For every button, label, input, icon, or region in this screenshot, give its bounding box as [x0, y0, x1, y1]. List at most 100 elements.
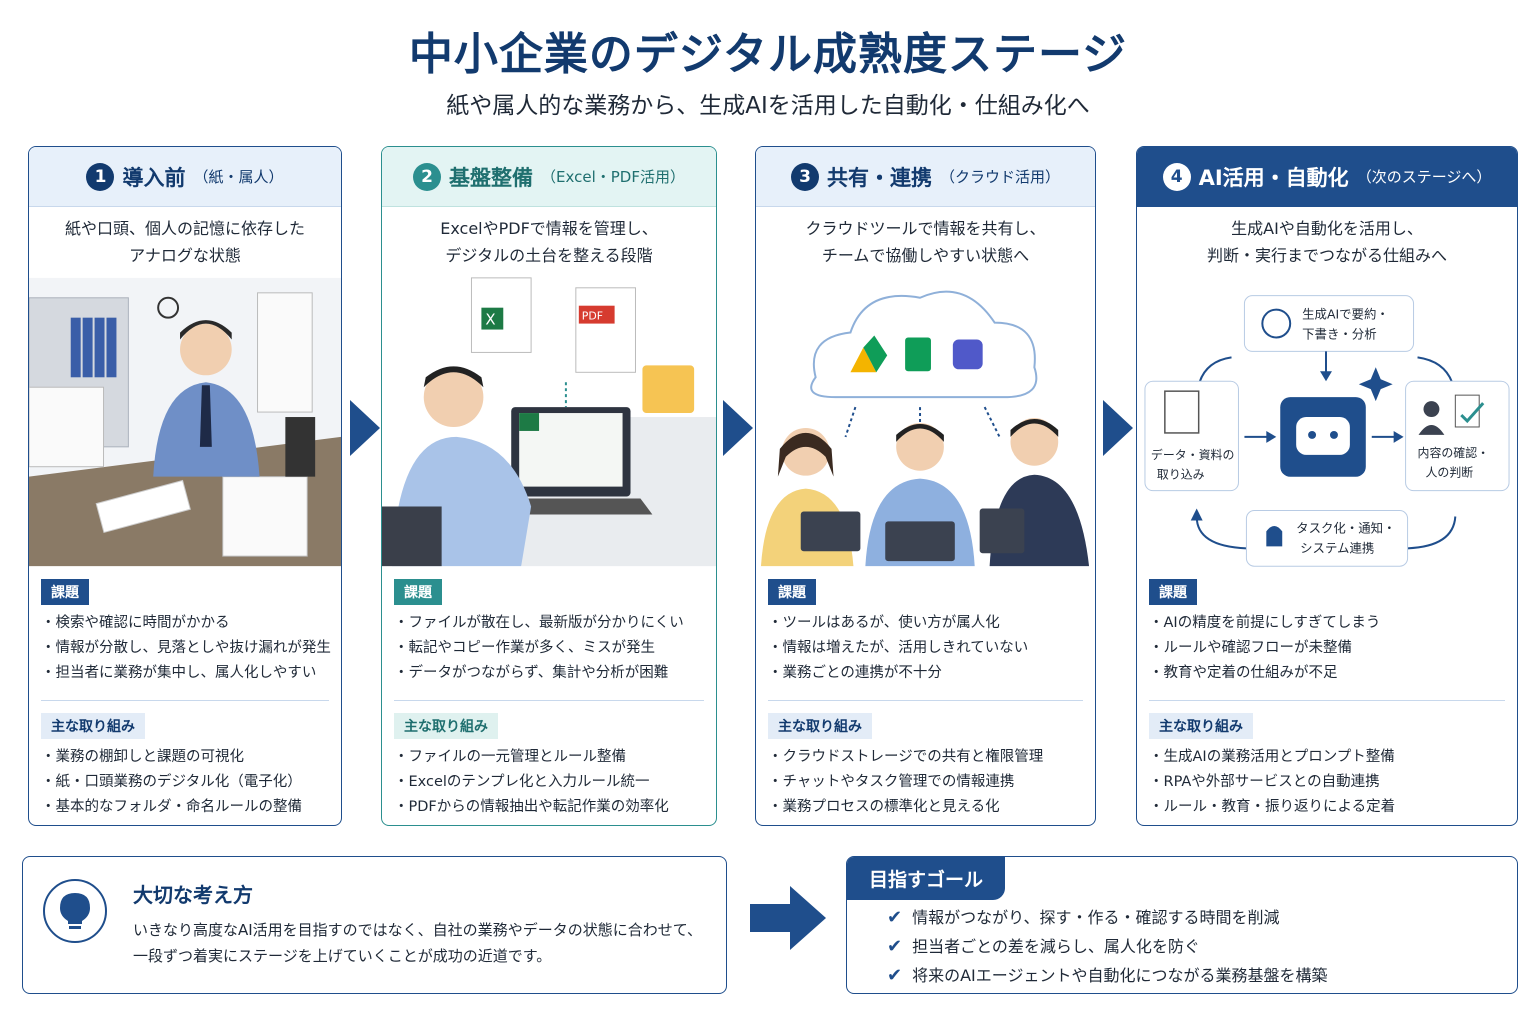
action-item: RPAや外部サービスとの自動連携: [1149, 770, 1505, 795]
divider: [41, 700, 329, 701]
goal-text: 担当者ごとの差を減らし、属人化を防ぐ: [912, 937, 1200, 956]
issue-item: 担当者に業務が集中し、属人化しやすい: [41, 661, 329, 686]
action-item: ファイルの一元管理とルール整備: [394, 745, 704, 770]
lightbulb-icon: [43, 879, 107, 943]
goal-item: ✔ 将来のAIエージェントや自動化につながる業務基盤を構築: [887, 961, 1327, 990]
issues-section: 課題 検索や確認に時間がかかる 情報が分散し、見落としや抜け漏れが発生 担当者に…: [29, 567, 341, 820]
pdf-label: PDF: [582, 310, 603, 323]
stage-number: 2: [413, 162, 442, 191]
action-item: 業務プロセスの標準化と見える化: [768, 795, 1083, 820]
divider: [768, 700, 1083, 701]
excel-x: X: [485, 311, 495, 329]
action-item: クラウドストレージでの共有と権限管理: [768, 745, 1083, 770]
action-item: 生成AIの業務活用とプロンプト整備: [1149, 745, 1505, 770]
stage-name: 導入前: [122, 165, 186, 190]
issue-item: 教育や定着の仕組みが不足: [1149, 661, 1505, 686]
issues-section: 課題 ファイルが散在し、最新版が分かりにくい 転記やコピー作業が多く、ミスが発生…: [382, 567, 716, 820]
principle-line: いきなり高度なAI活用を目指すのではなく、自社の業務やデータの状態に合わせて、: [133, 921, 702, 939]
issues-tag: 課題: [41, 579, 89, 605]
flow-bottom-line2: システム連携: [1300, 540, 1374, 555]
divider: [394, 700, 704, 701]
stage-card-3: 3 共有・連携 （クラウド活用） クラウドツールで情報を共有し、 チームで協働し…: [755, 146, 1096, 826]
stage3-illustration: [756, 277, 1095, 567]
issue-item: ツールはあるが、使い方が属人化: [768, 611, 1083, 636]
check-icon: ✔: [887, 907, 903, 928]
action-item: Excelのテンプレ化と入力ルール統一: [394, 770, 704, 795]
stage-name: 基盤整備: [449, 165, 534, 190]
action-item: PDFからの情報抽出や転記作業の効率化: [394, 795, 704, 820]
actions-tag: 主な取り組み: [1149, 713, 1253, 739]
action-item: ルール・教育・振り返りによる定着: [1149, 795, 1505, 820]
issues-tag: 課題: [768, 579, 816, 605]
stage-card-2: 2 基盤整備 （Excel・PDF活用） ExcelやPDFで情報を管理し、 デ…: [381, 146, 717, 826]
stage-description: 紙や口頭、個人の記憶に依存した アナログな状態: [29, 207, 341, 277]
action-item: 基本的なフォルダ・命名ルールの整備: [41, 795, 329, 820]
desc-line: 生成AIや自動化を活用し、: [1231, 219, 1423, 238]
stage-number: 4: [1162, 162, 1191, 191]
issue-item: AIの精度を前提にしすぎてしまう: [1149, 611, 1505, 636]
stage-header: 3 共有・連携 （クラウド活用）: [756, 147, 1095, 207]
desc-line: ExcelやPDFで情報を管理し、: [440, 219, 658, 238]
issue-item: 検索や確認に時間がかかる: [41, 611, 329, 636]
stage-header: 2 基盤整備 （Excel・PDF活用）: [382, 147, 716, 207]
issue-item: データがつながらず、集計や分析が困難: [394, 661, 704, 686]
stage-card-4: 4 AI活用・自動化 （次のステージへ） 生成AIや自動化を活用し、 判断・実行…: [1136, 146, 1518, 826]
action-item: 業務の棚卸しと課題の可視化: [41, 745, 329, 770]
stage-name: AI活用・自動化: [1198, 165, 1349, 190]
page-title: 中小企業のデジタル成熟度ステージ: [408, 29, 1128, 80]
stage-description: ExcelやPDFで情報を管理し、 デジタルの土台を整える段階: [382, 207, 716, 277]
issue-item: 転記やコピー作業が多く、ミスが発生: [394, 636, 704, 661]
stage1-illustration: [29, 277, 341, 567]
stage-subname: （クラウド活用）: [939, 168, 1060, 186]
flow-top-line2: 下書き・分析: [1302, 326, 1377, 341]
issue-item: 情報は増えたが、活用しきれていない: [768, 636, 1083, 661]
principle-box: 大切な考え方 いきなり高度なAI活用を目指すのではなく、自社の業務やデータの状態…: [22, 856, 727, 994]
stage-header: 1 導入前 （紙・属人）: [29, 147, 341, 207]
actions-tag: 主な取り組み: [41, 713, 145, 739]
stage-card-1: 1 導入前 （紙・属人） 紙や口頭、個人の記憶に依存した アナログな状態 課題: [28, 146, 342, 826]
issues-tag: 課題: [1149, 579, 1197, 605]
goal-box: 目指すゴール ✔情報がつながり、探す・作る・確認する時間を削減 ✔担当者ごとの差…: [846, 856, 1518, 994]
flow-left-line1: データ・資料の: [1151, 448, 1234, 462]
issue-item: 業務ごとの連携が不十分: [768, 661, 1083, 686]
check-icon: ✔: [887, 965, 903, 986]
flow-right-line2: 人の判断: [1425, 466, 1473, 480]
desc-line: チームで協働しやすい状態へ: [821, 246, 1030, 265]
stage2-illustration: X PDF: [382, 277, 716, 567]
desc-line: 紙や口頭、個人の記憶に依存した: [64, 219, 305, 238]
goal-text: 情報がつながり、探す・作る・確認する時間を削減: [912, 908, 1280, 927]
goal-text: 将来のAIエージェントや自動化につながる業務基盤を構築: [912, 966, 1328, 985]
issues-section: 課題 AIの精度を前提にしすぎてしまう ルールや確認フローが未整備 教育や定着の…: [1137, 567, 1517, 820]
ai-flow-diagram: 生成AIで要約・ 下書き・分析 データ・資料の 取り込み 内容の確認・ 人の判断…: [1137, 277, 1517, 567]
stage-name: 共有・連携: [826, 165, 932, 190]
page-subtitle: 紙や属人的な業務から、生成AIを活用した自動化・仕組み化へ: [446, 93, 1090, 119]
stage-description: 生成AIや自動化を活用し、 判断・実行までつながる仕組みへ: [1137, 207, 1517, 277]
goal-item: ✔担当者ごとの差を減らし、属人化を防ぐ: [887, 932, 1327, 961]
desc-line: クラウドツールで情報を共有し、: [805, 219, 1046, 238]
flow-left-line2: 取り込み: [1157, 468, 1205, 482]
desc-line: デジタルの土台を整える段階: [445, 246, 653, 265]
principle-text: いきなり高度なAI活用を目指すのではなく、自社の業務やデータの状態に合わせて、 …: [133, 917, 713, 969]
flow-top-line1: 生成AIで要約・: [1302, 307, 1389, 322]
goal-arrow-icon: [750, 886, 826, 950]
action-item: チャットやタスク管理での情報連携: [768, 770, 1083, 795]
stage-number: 1: [86, 162, 115, 191]
actions-tag: 主な取り組み: [768, 713, 872, 739]
action-item: 紙・口頭業務のデジタル化（電子化）: [41, 770, 329, 795]
stage-subname: （次のステージへ）: [1356, 168, 1492, 186]
issue-item: 情報が分散し、見落としや抜け漏れが発生: [41, 636, 331, 661]
principle-line: 一段ずつ着実にステージを上げていくことが成功の近道です。: [133, 947, 552, 965]
stage-number: 3: [790, 162, 819, 191]
stage-arrow-icon: [350, 400, 380, 456]
stage-arrow-icon: [723, 400, 753, 456]
desc-line: 判断・実行までつながる仕組みへ: [1206, 246, 1447, 265]
stage-subname: （Excel・PDF活用）: [541, 168, 685, 186]
issues-section: 課題 ツールはあるが、使い方が属人化 情報は増えたが、活用しきれていない 業務ご…: [756, 567, 1095, 820]
goal-tag: 目指すゴール: [847, 857, 1006, 900]
flow-right-line1: 内容の確認・: [1418, 446, 1490, 460]
stage-description: クラウドツールで情報を共有し、 チームで協働しやすい状態へ: [756, 207, 1095, 277]
goal-item: ✔ 情報がつながり、探す・作る・確認する時間を削減: [887, 903, 1327, 932]
actions-tag: 主な取り組み: [394, 713, 498, 739]
principle-title: 大切な考え方: [133, 883, 253, 907]
flow-bottom-line1: タスク化・通知・: [1296, 520, 1395, 535]
